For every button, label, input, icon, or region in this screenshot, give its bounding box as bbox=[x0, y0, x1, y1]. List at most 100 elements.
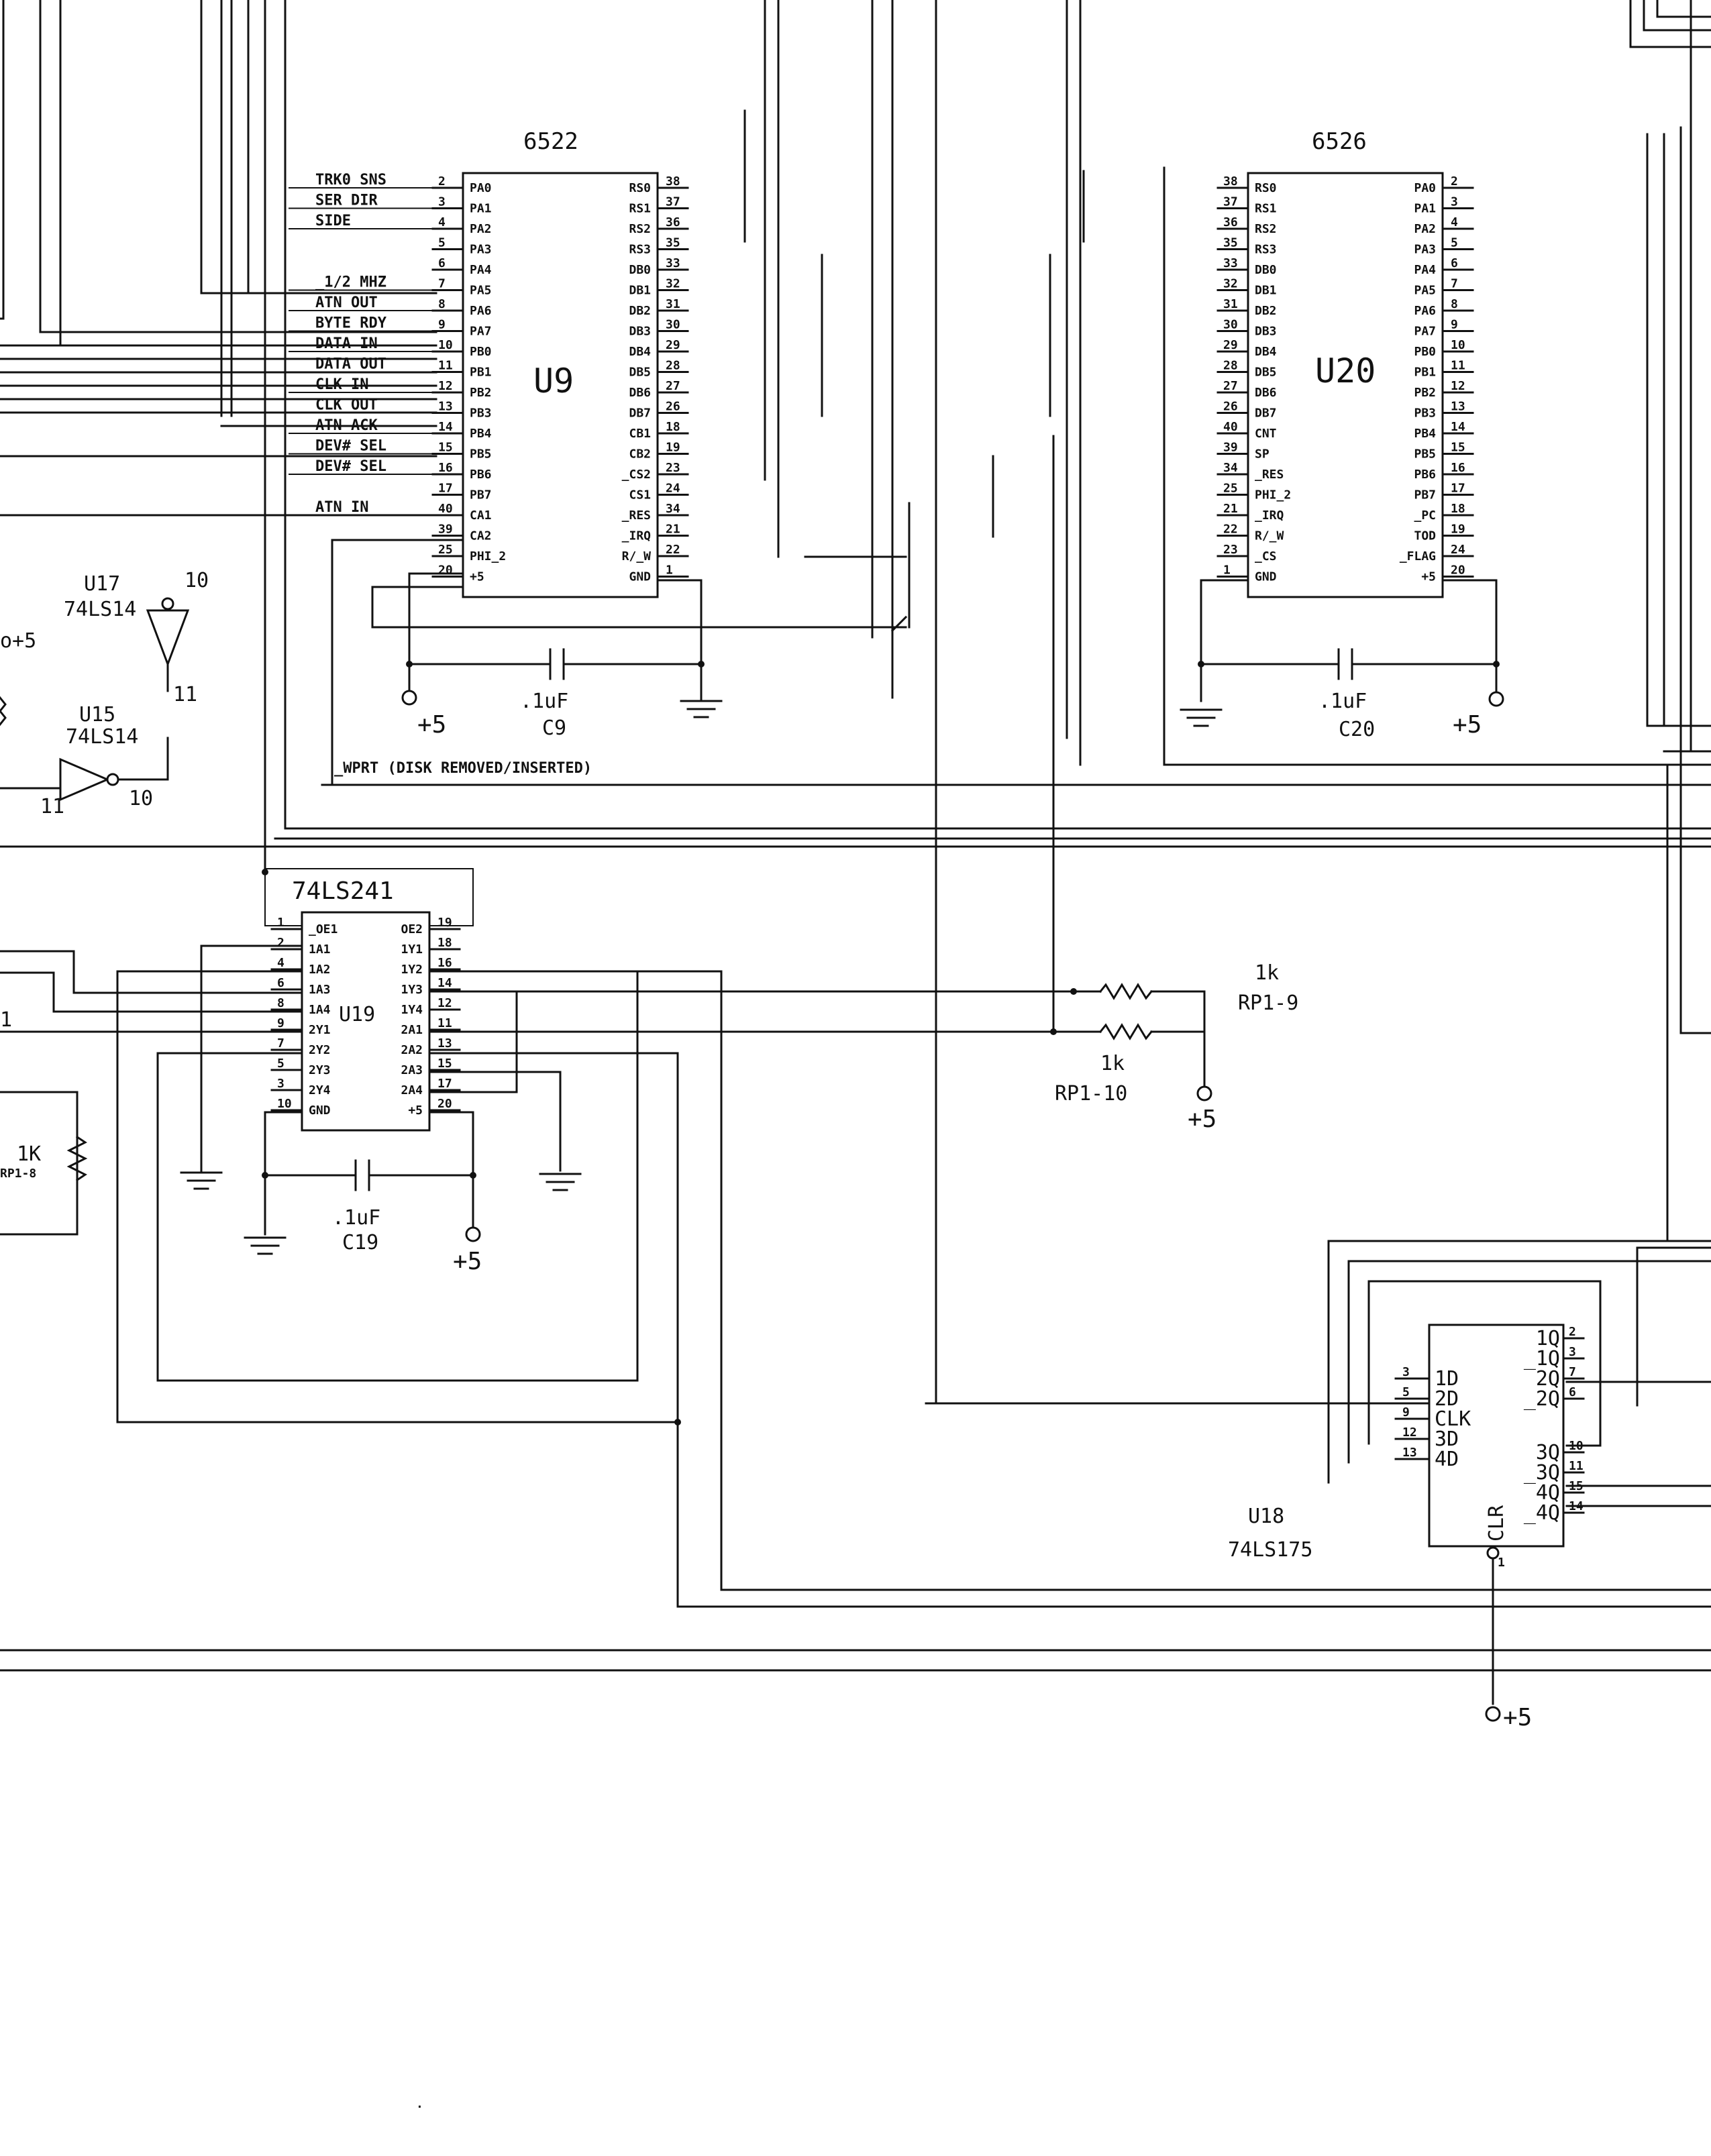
c20-ref: C20 bbox=[1339, 718, 1375, 741]
rp1-10-value: 1k bbox=[1100, 1052, 1125, 1075]
pin-number: 18 bbox=[437, 936, 452, 950]
pin-number: 25 bbox=[438, 543, 453, 557]
pin-label: DB7 bbox=[1255, 407, 1277, 421]
pin-number: 19 bbox=[1451, 523, 1465, 537]
rp1-supply-label: +5 bbox=[1188, 1106, 1216, 1133]
net-label: SER DIR bbox=[315, 193, 378, 209]
pin-number: 15 bbox=[438, 441, 453, 455]
pin-number: 8 bbox=[277, 996, 284, 1010]
pin-label: PB0 bbox=[470, 345, 492, 359]
pin-label: _IRQ bbox=[622, 529, 652, 543]
pin-number: 13 bbox=[1402, 1446, 1417, 1460]
u9-part-label: 6522 bbox=[523, 128, 578, 155]
pin-number: 3 bbox=[1569, 1345, 1576, 1359]
pin-label: DB5 bbox=[1255, 366, 1277, 380]
pin-number: 21 bbox=[666, 523, 680, 537]
pin-label: PA4 bbox=[1414, 263, 1436, 277]
pin-number: 34 bbox=[666, 502, 680, 516]
pin-number: 12 bbox=[1451, 379, 1465, 393]
pin-number: 13 bbox=[437, 1036, 452, 1050]
net-label: BYTE RDY bbox=[315, 315, 387, 332]
net-label: DATA IN bbox=[315, 335, 378, 352]
pin-label: PB2 bbox=[470, 386, 492, 400]
pin-label: 3Q bbox=[1536, 1441, 1560, 1464]
pin-number: 37 bbox=[666, 195, 680, 209]
pin-label: _3Q bbox=[1524, 1461, 1560, 1485]
pin-number: 12 bbox=[438, 379, 453, 393]
pin-number: 11 bbox=[437, 1016, 452, 1030]
pin-number: 14 bbox=[438, 420, 453, 434]
pin-label: 2Q bbox=[1536, 1367, 1560, 1391]
pin-label: PA3 bbox=[1414, 243, 1436, 257]
u18-clr-pin: 1 bbox=[1498, 1556, 1505, 1570]
pin-label: DB1 bbox=[1255, 284, 1277, 298]
pin-number: 11 bbox=[1451, 359, 1465, 373]
resistor-rp1-9: 1k RP1-9 bbox=[1098, 961, 1298, 1088]
pin-label: PHI_2 bbox=[1255, 488, 1291, 502]
u18-part-label: 74LS175 bbox=[1228, 1538, 1312, 1562]
pin-label: R/_W bbox=[1255, 529, 1284, 543]
net-label: DEV# SEL bbox=[315, 438, 386, 455]
rp1-10-ref: RP1-10 bbox=[1055, 1082, 1127, 1106]
u15-ref: U15 bbox=[79, 703, 115, 726]
pin-number: 10 bbox=[438, 338, 453, 352]
pin-label: PB6 bbox=[1414, 468, 1436, 482]
pin-label: PB0 bbox=[1414, 345, 1436, 359]
pin-number: 12 bbox=[437, 996, 452, 1010]
cap-c9: +5 .1uF C9 bbox=[371, 572, 907, 740]
pin-number: 8 bbox=[438, 297, 446, 311]
pin-label: PA2 bbox=[1414, 222, 1436, 236]
pin-number: 3 bbox=[438, 195, 446, 209]
pin-number: 3 bbox=[1402, 1365, 1410, 1379]
pin-label: +5 bbox=[408, 1103, 423, 1118]
pin-label: RS0 bbox=[1255, 181, 1277, 195]
pin-label: RS3 bbox=[1255, 243, 1277, 257]
u18-ref-label: U18 bbox=[1248, 1505, 1284, 1528]
pin-label: PB4 bbox=[1414, 427, 1436, 441]
pin-label: _FLAG bbox=[1400, 549, 1436, 563]
pin-label: 1A3 bbox=[309, 983, 331, 997]
pin-number: 36 bbox=[1223, 215, 1238, 229]
pin-label: PA3 bbox=[470, 243, 492, 257]
pin-label: _4Q bbox=[1524, 1501, 1560, 1525]
pin-number: 3 bbox=[277, 1077, 284, 1091]
net-label: DEV# SEL bbox=[315, 458, 386, 475]
pin-number: 28 bbox=[666, 359, 680, 373]
c9-supply-label: +5 bbox=[417, 711, 446, 739]
u15-pin-in: 11 bbox=[40, 795, 64, 818]
pin-label: RS2 bbox=[629, 222, 651, 236]
pin-label: PA1 bbox=[1414, 202, 1436, 216]
pin-number: 1 bbox=[277, 916, 284, 930]
ground-icon bbox=[180, 1171, 223, 1190]
c19-ref: C19 bbox=[342, 1231, 378, 1254]
pin-label: PA4 bbox=[470, 263, 492, 277]
pin-number: 4 bbox=[1451, 215, 1458, 229]
pin-label: PA0 bbox=[470, 181, 492, 195]
pin-number: 7 bbox=[1451, 277, 1458, 291]
u20-ref-label: U20 bbox=[1315, 352, 1376, 390]
pin-number: 15 bbox=[1451, 441, 1465, 455]
pin-label: RS3 bbox=[629, 243, 651, 257]
pin-number: 6 bbox=[438, 256, 446, 270]
pin-number: 26 bbox=[666, 400, 680, 414]
u20-part-label: 6526 bbox=[1312, 128, 1367, 155]
pin-label: PA7 bbox=[1414, 325, 1436, 339]
pin-number: 20 bbox=[437, 1097, 452, 1111]
c9-value: .1uF bbox=[520, 690, 568, 713]
pin-label: PB1 bbox=[470, 366, 492, 380]
u15-pin-out: 10 bbox=[129, 787, 153, 810]
pin-label: RS0 bbox=[629, 181, 651, 195]
pin-number: 30 bbox=[666, 318, 680, 332]
pin-number: 38 bbox=[666, 174, 680, 188]
pin-label: PB3 bbox=[470, 407, 492, 421]
u18-supply-label: +5 bbox=[1503, 1704, 1532, 1731]
pin-number: 39 bbox=[1223, 441, 1238, 455]
pin-number: 1 bbox=[1223, 563, 1231, 578]
pin-number: 11 bbox=[438, 359, 453, 373]
pin-number: 11 bbox=[1569, 1459, 1584, 1473]
pin-number: 24 bbox=[666, 482, 680, 496]
